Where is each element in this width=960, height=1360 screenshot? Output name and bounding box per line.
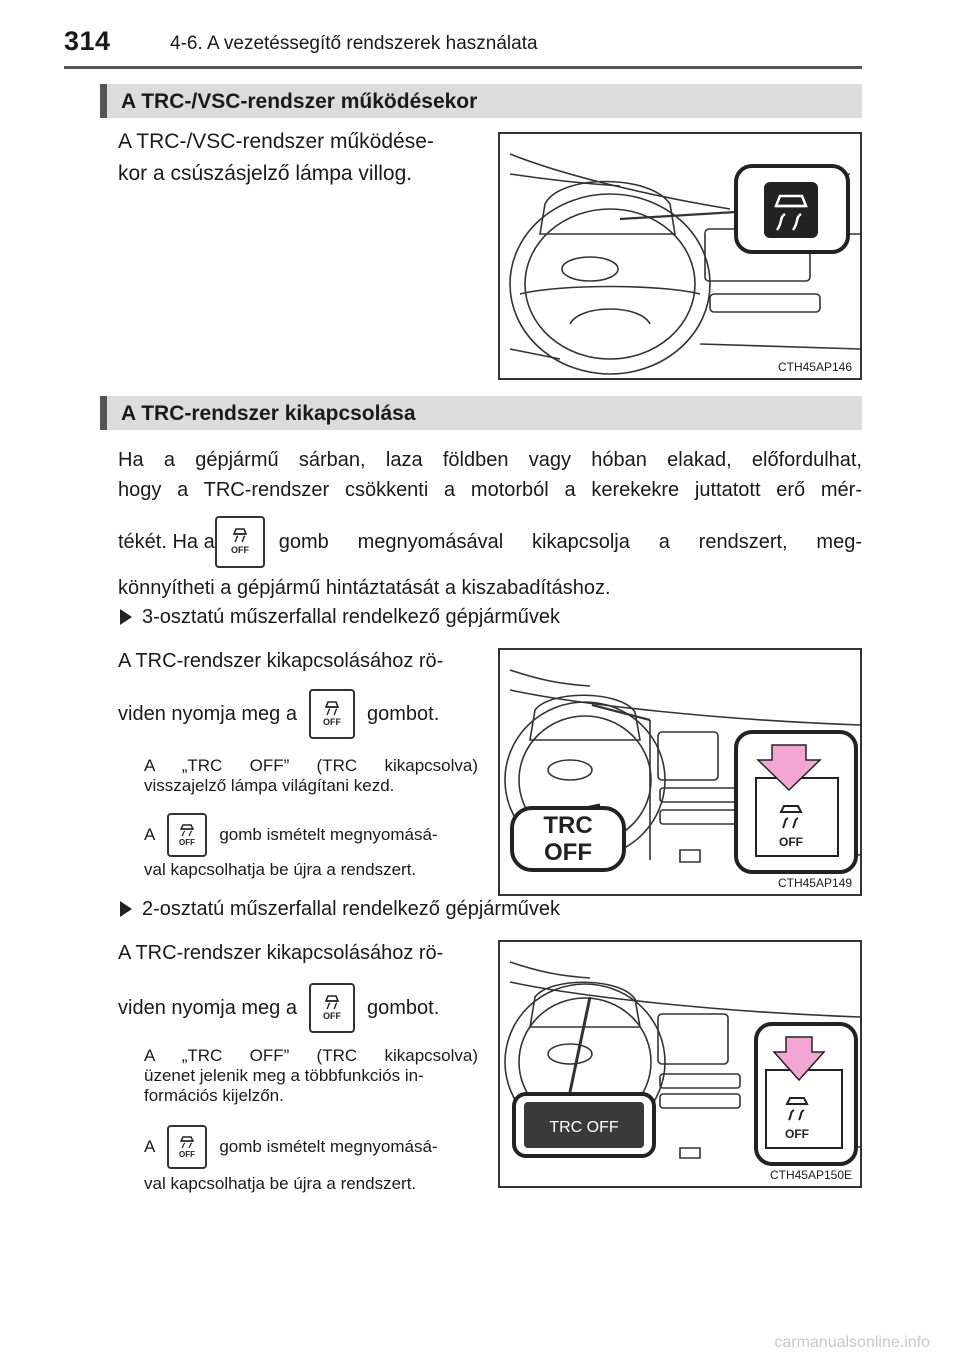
- trc-off-button-icon: OFF: [167, 1125, 208, 1169]
- button-off-label: OFF: [231, 545, 249, 555]
- dashboard-illustration: OFF TRC OFF: [504, 669, 860, 874]
- sub2-note1: A „TRC OFF” (TRC kikapcsolva) üzenet jel…: [144, 1046, 478, 1106]
- figure-code: CTH45AP150E: [769, 1168, 852, 1182]
- sub2-line: viden nyomja meg a: [118, 997, 297, 1019]
- button-off-label: OFF: [179, 1150, 195, 1159]
- watermark: carmanualsonline.info: [774, 1334, 930, 1351]
- trc-off-button-icon: OFF: [308, 983, 355, 1033]
- figure-trc-off-2panel: OFF TRC OFF CTH45AP150E: [498, 940, 862, 1188]
- figure-code: CTH45AP146: [777, 360, 852, 374]
- note-line: gomb ismételt megnyomásá-: [219, 825, 438, 844]
- bullet-text: 2-osztatú műszerfallal rendelkező gépjár…: [142, 898, 560, 920]
- trc-off-button-icon: OFF: [167, 813, 208, 857]
- figure-trc-off-3panel: OFF TRC OFF CTH45AP149: [498, 648, 862, 896]
- bullet-triangle-icon: [120, 901, 132, 917]
- dashboard-illustration: OFF TRC OFF: [504, 961, 860, 1166]
- bullet-triangle-icon: [120, 609, 132, 625]
- button-off-label: OFF: [323, 1011, 341, 1021]
- sub2-line-with-button: viden nyomja meg a OFF gombot.: [118, 982, 488, 1034]
- paragraph-line: tékét. Ha a: [118, 531, 215, 553]
- section-heading-text: A TRC-/VSC-rendszer működésekor: [121, 90, 478, 113]
- section1-text: A TRC-/VSC-rendszer működése- kor a csús…: [118, 126, 498, 190]
- sub1-note1: A „TRC OFF” (TRC kikapcsolva) visszajelz…: [144, 756, 478, 796]
- sub2-line: gombot.: [366, 997, 440, 1019]
- press-arrow-icon: [756, 744, 822, 792]
- sub1-line-with-button: viden nyomja meg a OFF gombot.: [118, 688, 488, 740]
- display-message: TRC OFF: [549, 1119, 619, 1136]
- bullet-2-panel: 2-osztatú műszerfallal rendelkező gépjár…: [120, 898, 560, 921]
- section1-text-line: A TRC-/VSC-rendszer működése-: [118, 130, 434, 153]
- figure-code: CTH45AP149: [777, 876, 852, 890]
- button-off-label: OFF: [785, 1127, 809, 1141]
- button-off-label: OFF: [179, 838, 195, 847]
- chapter-title: 4-6. A vezetéssegítő rendszerek használa…: [170, 33, 538, 54]
- sub1-line: viden nyomja meg a: [118, 703, 297, 725]
- note-line: visszajelző lámpa világítani kezd.: [144, 776, 395, 795]
- paragraph-line-with-button: tékét. Ha a OFF gomb megnyomásával kikap…: [118, 516, 862, 568]
- paragraph-line: hogy a TRC-rendszer csökkenti a motorból…: [118, 479, 862, 501]
- sub1-line: A TRC-rendszer kikapcsolásához rö-: [118, 650, 444, 672]
- sub2-line: A TRC-rendszer kikapcsolásához rö-: [118, 942, 444, 964]
- page-number: 314: [64, 26, 111, 56]
- header-divider: [64, 66, 862, 69]
- bullet-text: 3-osztatú műszerfallal rendelkező gépjár…: [142, 606, 560, 628]
- note-line: A „TRC OFF” (TRC kikapcsolva): [144, 1046, 478, 1065]
- paragraph-line: gomb megnyomásával kikapcsolja a rendsze…: [278, 531, 862, 553]
- paragraph-line: könnyítheti a gépjármű hintáztatását a k…: [118, 577, 611, 599]
- note-line: val kapcsolhatja be újra a rendszert.: [144, 860, 417, 879]
- section-heading-trc-off: A TRC-rendszer kikapcsolása: [100, 396, 862, 430]
- multi-info-display: [524, 1102, 644, 1148]
- button-off-label: OFF: [779, 835, 803, 849]
- paragraph-line: Ha a gépjármű sárban, laza földben vagy …: [118, 449, 862, 471]
- note-line: formációs kijelzőn.: [144, 1086, 284, 1105]
- section2-paragraph: Ha a gépjármű sárban, laza földben vagy …: [118, 445, 862, 505]
- note-line: A: [144, 825, 156, 844]
- dashboard-illustration: [509, 153, 860, 375]
- bullet-3-panel: 3-osztatú műszerfallal rendelkező gépjár…: [120, 606, 560, 629]
- figure-slip-indicator: CTH45AP146: [498, 132, 862, 380]
- trc-off-indicator-callout: [510, 806, 626, 872]
- note-line: üzenet jelenik meg a többfunkciós in-: [144, 1066, 424, 1085]
- section-heading-text: A TRC-rendszer kikapcsolása: [121, 402, 416, 425]
- trc-off-button-icon: OFF: [214, 516, 265, 568]
- trc-off-button-icon: OFF: [308, 689, 355, 739]
- section1-text-line: kor a csúszásjelző lámpa villog.: [118, 162, 413, 185]
- callout-text: OFF: [544, 839, 592, 866]
- callout-text: TRC: [543, 812, 592, 839]
- sub1-line: gombot.: [366, 703, 440, 725]
- button-off-label: OFF: [323, 717, 341, 727]
- sub2-note2-line-with-button: A OFF gomb ismételt megnyomásá-: [144, 1124, 478, 1170]
- note-line: gomb ismételt megnyomásá-: [219, 1137, 438, 1156]
- press-arrow-icon: [772, 1036, 826, 1082]
- note-line: A „TRC OFF” (TRC kikapcsolva): [144, 756, 478, 775]
- section-heading-vsc: A TRC-/VSC-rendszer működésekor: [100, 84, 862, 118]
- note-line: val kapcsolhatja be újra a rendszert.: [144, 1174, 417, 1193]
- note-line: A: [144, 1137, 156, 1156]
- sub1-note2-line-with-button: A OFF gomb ismételt megnyomásá-: [144, 812, 478, 858]
